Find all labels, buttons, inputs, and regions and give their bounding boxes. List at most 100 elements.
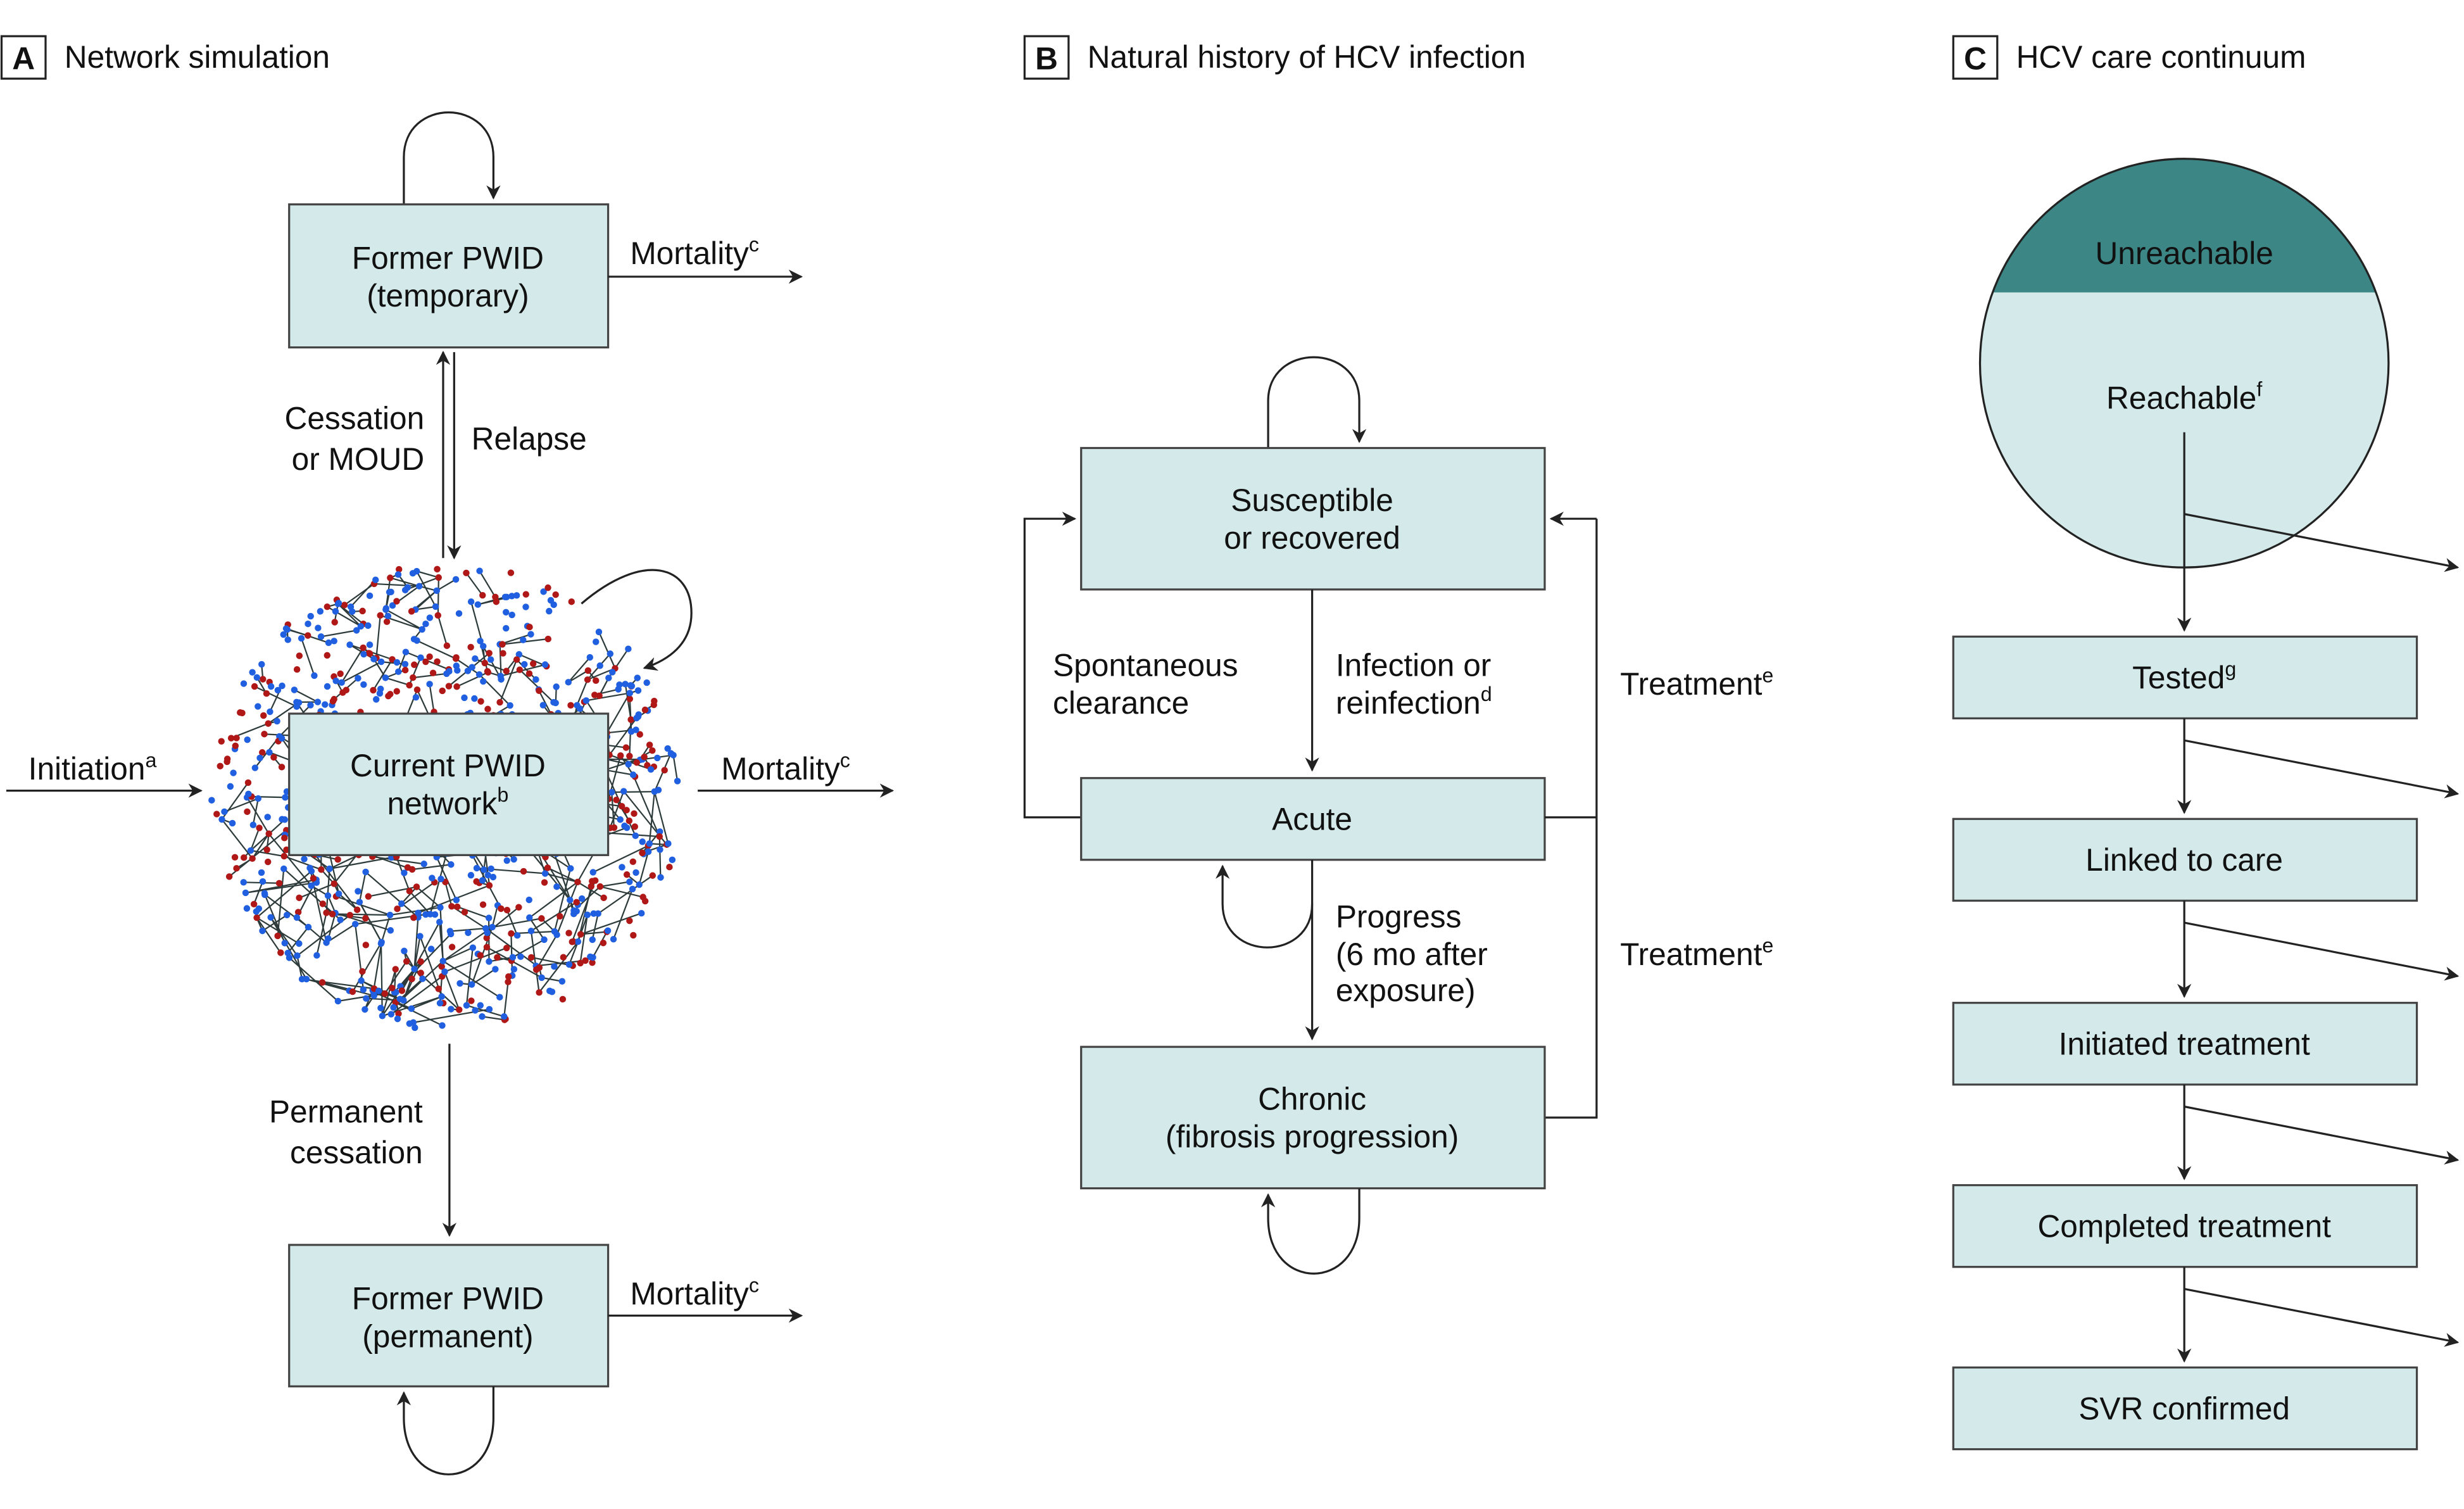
network-node bbox=[667, 750, 675, 757]
network-edge bbox=[503, 982, 509, 1017]
network-node bbox=[375, 987, 382, 995]
network-node bbox=[498, 905, 505, 912]
network-node bbox=[366, 641, 374, 648]
network-node bbox=[469, 944, 477, 951]
network-edge bbox=[246, 797, 270, 835]
network-edge bbox=[485, 928, 540, 969]
network-node bbox=[377, 612, 384, 619]
network-edge bbox=[437, 615, 448, 647]
continuum-step-box bbox=[1952, 818, 2418, 902]
network-edge bbox=[416, 571, 437, 607]
network-node bbox=[532, 676, 539, 683]
network-edge bbox=[577, 881, 605, 899]
box-chronic bbox=[1080, 1045, 1546, 1190]
network-node bbox=[267, 914, 274, 921]
network-node bbox=[394, 906, 401, 912]
network-node bbox=[525, 896, 532, 904]
loss-to-follow-up-arrow bbox=[2184, 739, 2460, 799]
network-node bbox=[438, 963, 445, 970]
network-edge bbox=[579, 914, 588, 963]
network-node bbox=[244, 736, 251, 743]
network-node bbox=[639, 849, 646, 857]
network-node bbox=[544, 864, 551, 871]
network-node bbox=[393, 688, 400, 695]
network-node bbox=[506, 702, 513, 709]
network-edge bbox=[390, 577, 420, 587]
box-acute bbox=[1080, 777, 1546, 861]
network-node bbox=[649, 872, 657, 879]
network-node bbox=[335, 890, 343, 897]
network-node bbox=[243, 905, 251, 912]
network-node bbox=[296, 940, 303, 947]
network-node bbox=[372, 576, 379, 583]
network-node bbox=[497, 672, 505, 679]
former-permanent-line1: Former PWID bbox=[352, 1281, 544, 1316]
network-node bbox=[513, 656, 520, 663]
network-node bbox=[279, 682, 286, 690]
network-edge bbox=[569, 941, 579, 965]
network-node bbox=[426, 653, 433, 660]
network-node bbox=[408, 608, 415, 615]
network-edge bbox=[399, 978, 424, 1000]
network-node bbox=[434, 565, 441, 573]
network-node bbox=[301, 856, 308, 862]
network-node bbox=[426, 681, 433, 688]
network-node bbox=[627, 716, 634, 723]
network-node bbox=[253, 674, 261, 681]
network-node bbox=[263, 846, 270, 854]
network-node bbox=[318, 979, 326, 986]
network-edge bbox=[529, 917, 545, 940]
network-node bbox=[479, 1013, 486, 1020]
network-edge bbox=[624, 684, 632, 720]
network-node bbox=[242, 889, 249, 897]
network-node bbox=[401, 869, 408, 876]
network-node bbox=[489, 873, 497, 881]
network-node bbox=[551, 963, 558, 970]
network-edge bbox=[341, 661, 382, 683]
network-edge bbox=[327, 912, 336, 939]
network-node bbox=[231, 854, 239, 861]
network-node bbox=[387, 574, 394, 581]
network-node bbox=[277, 949, 284, 956]
network-node bbox=[483, 934, 490, 942]
network-node bbox=[258, 660, 265, 668]
network-node bbox=[355, 888, 361, 895]
network-node bbox=[251, 764, 259, 771]
network-node bbox=[422, 658, 429, 666]
network-node bbox=[270, 754, 277, 761]
network-node bbox=[620, 788, 627, 795]
network-node bbox=[477, 1002, 484, 1009]
network-edge bbox=[600, 881, 630, 888]
network-node bbox=[376, 690, 384, 697]
network-node bbox=[244, 779, 252, 786]
network-node bbox=[373, 696, 380, 703]
network-node bbox=[528, 954, 535, 961]
network-node bbox=[569, 938, 575, 945]
network-node bbox=[472, 1007, 479, 1014]
network-node bbox=[439, 957, 446, 964]
network-edge bbox=[484, 662, 507, 672]
network-node bbox=[481, 866, 487, 873]
network-node bbox=[446, 667, 453, 675]
network-node bbox=[360, 650, 367, 658]
initiation-label: Initiationa bbox=[28, 748, 157, 786]
continuum-step-box bbox=[1952, 1184, 2418, 1268]
network-edge bbox=[245, 879, 317, 894]
network-node bbox=[441, 968, 448, 975]
network-node bbox=[499, 641, 506, 648]
network-node bbox=[396, 565, 403, 573]
network-node bbox=[527, 928, 535, 935]
network-node bbox=[501, 593, 509, 601]
network-edge bbox=[604, 769, 636, 837]
network-node bbox=[454, 667, 461, 674]
network-node bbox=[356, 899, 363, 906]
network-node bbox=[412, 1024, 418, 1032]
continuum-step-label: Initiated treatment bbox=[2059, 1026, 2310, 1062]
network-node bbox=[556, 912, 563, 920]
network-node bbox=[631, 810, 638, 818]
continuum-step-label: Linked to care bbox=[2085, 842, 2283, 878]
network-node bbox=[361, 1006, 368, 1013]
network-node bbox=[567, 865, 574, 872]
infection-line1: Infection or bbox=[1336, 647, 1492, 683]
